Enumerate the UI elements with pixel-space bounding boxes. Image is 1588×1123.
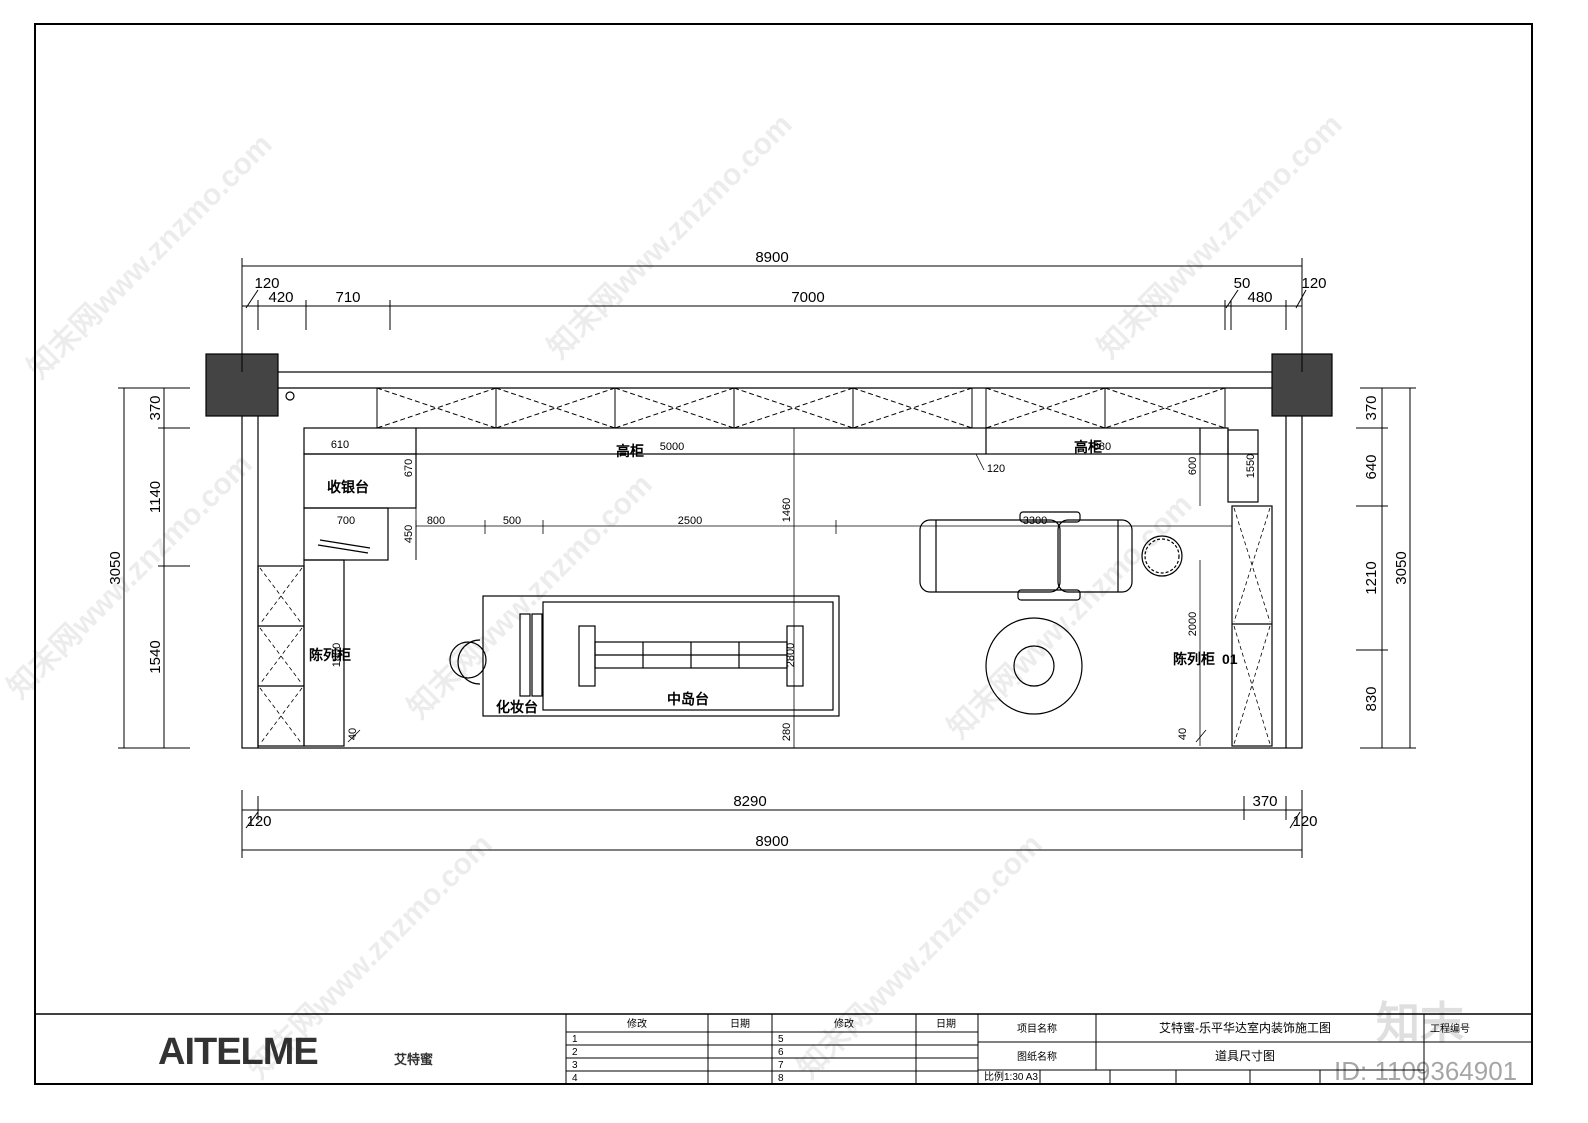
title-block bbox=[35, 1013, 1532, 1084]
rev-row-3: 3 bbox=[572, 1060, 578, 1071]
rev-row-6: 6 bbox=[778, 1047, 784, 1058]
dim-top-480: 480 bbox=[1247, 289, 1272, 306]
date-header-1: 日期 bbox=[730, 1018, 750, 1030]
makeup-table bbox=[519, 613, 531, 697]
label-display-right: 陈列柜 bbox=[1173, 651, 1215, 667]
dim-280: 280 bbox=[781, 723, 793, 741]
round-seat bbox=[985, 617, 1083, 715]
island-counter bbox=[542, 601, 834, 711]
outer-wall bbox=[241, 371, 1303, 749]
dim-bottom-overall: 8900 bbox=[755, 833, 788, 850]
dim-40-right: 40 bbox=[1177, 728, 1189, 740]
rev-row-7: 7 bbox=[778, 1060, 784, 1071]
rev-row-1: 1 bbox=[572, 1034, 578, 1045]
dim-top-710: 710 bbox=[335, 289, 360, 306]
rev-row-2: 2 bbox=[572, 1047, 578, 1058]
dim-3300: 3300 bbox=[1023, 515, 1047, 527]
dim-right-1210: 1210 bbox=[1363, 561, 1380, 594]
watermark-2: 知末网www.znzmo.com bbox=[542, 108, 799, 365]
display-cabinet-right bbox=[1231, 505, 1273, 747]
watermark-logo: 知末 bbox=[1376, 999, 1464, 1048]
dim-left-1140: 1140 bbox=[147, 481, 164, 513]
watermark-1: 知末网www.znzmo.com bbox=[22, 128, 279, 385]
top-cabinets bbox=[376, 387, 1226, 429]
cashier-desk bbox=[303, 507, 389, 561]
dim-top-50: 50 bbox=[1234, 275, 1251, 292]
dim-40-left: 40 bbox=[347, 728, 359, 740]
scale-label: 比例 bbox=[984, 1070, 1004, 1083]
dim-left-1540: 1540 bbox=[147, 640, 164, 673]
watermark-4: 知末网www.znzmo.com bbox=[2, 448, 259, 705]
dim-5000: 5000 bbox=[660, 441, 684, 453]
dim-670: 670 bbox=[403, 459, 415, 477]
rev-row-4: 4 bbox=[572, 1073, 578, 1084]
dim-top-overall: 8900 bbox=[755, 249, 788, 266]
dim-right-370: 370 bbox=[1363, 395, 1380, 420]
watermark-6: 知末网www.znzmo.com bbox=[942, 488, 1199, 745]
dim-right-overall: 3050 bbox=[1393, 551, 1410, 584]
label-tall-cabinet-2: 高柜 bbox=[1074, 439, 1102, 455]
dim-1800: 1800 bbox=[331, 643, 343, 667]
rev-header-1: 修改 bbox=[627, 1017, 647, 1030]
drawing-name: 道具尺寸图 bbox=[1215, 1049, 1275, 1063]
sofa bbox=[919, 511, 1133, 601]
dim-1550: 1550 bbox=[1245, 454, 1257, 478]
company-logo-cn: 艾特蜜 bbox=[394, 1052, 433, 1067]
dim-bottom-120-left: 120 bbox=[246, 813, 271, 830]
project-name: 艾特蜜-乐平华达室内装饰施工图 bbox=[1159, 1020, 1331, 1035]
dim-2500: 2500 bbox=[678, 515, 702, 527]
dim-450: 450 bbox=[403, 525, 415, 543]
dim-2000: 2000 bbox=[1187, 612, 1199, 636]
dim-top-120-right: 120 bbox=[1301, 275, 1326, 292]
drawing-name-label: 图纸名称 bbox=[1017, 1050, 1057, 1063]
plan bbox=[205, 353, 1333, 749]
dim-top-120-left: 120 bbox=[254, 275, 279, 292]
label-makeup: 化妆台 bbox=[496, 699, 538, 715]
dim-right-640: 640 bbox=[1363, 454, 1380, 479]
title-block-text: AITELME 艾特蜜 修改 日期 修改 日期 1 2 3 4 5 6 7 8 … bbox=[158, 1017, 1470, 1084]
rev-header-2: 修改 bbox=[834, 1017, 854, 1030]
dim-120: 120 bbox=[987, 463, 1005, 475]
sheet-border bbox=[34, 23, 1533, 1085]
dimension-lines bbox=[118, 258, 1416, 858]
date-header-2: 日期 bbox=[936, 1018, 956, 1030]
watermark-3: 知末网www.znzmo.com bbox=[1092, 108, 1349, 365]
rev-row-5: 5 bbox=[778, 1034, 784, 1045]
dim-1460: 1460 bbox=[781, 498, 793, 522]
dim-bottom-370: 370 bbox=[1252, 793, 1277, 810]
dim-top-7000: 7000 bbox=[791, 289, 824, 306]
dim-800: 800 bbox=[427, 515, 445, 527]
room-labels: 高柜 高柜 收银台 陈列柜 陈列柜 01 化妆台 中岛台 bbox=[309, 439, 1238, 715]
watermark-7: 知末网www.znzmo.com bbox=[242, 828, 499, 1085]
label-island: 中岛台 bbox=[667, 691, 709, 707]
dim-right-830: 830 bbox=[1363, 686, 1380, 711]
watermark-8: 知末网www.znzmo.com bbox=[792, 828, 1049, 1085]
dim-bottom-120-right: 120 bbox=[1292, 813, 1317, 830]
dim-bottom-8290: 8290 bbox=[733, 793, 766, 810]
dim-700: 700 bbox=[337, 515, 355, 527]
scale-value: 1:30 A3 bbox=[1004, 1072, 1038, 1083]
project-name-label: 项目名称 bbox=[1017, 1022, 1057, 1035]
dim-left-overall: 3050 bbox=[107, 551, 124, 584]
company-logo: AITELME bbox=[158, 1031, 318, 1073]
dimension-texts: 8900 120 420 710 7000 50 480 120 8290 37… bbox=[107, 249, 1410, 850]
dim-500: 500 bbox=[503, 515, 521, 527]
dim-top-420: 420 bbox=[268, 289, 293, 306]
watermark-id: ID: 1109364901 bbox=[1334, 1056, 1517, 1086]
island-outer bbox=[482, 595, 840, 717]
dim-left-370: 370 bbox=[147, 395, 164, 420]
side-table bbox=[1141, 535, 1183, 577]
dim-600: 600 bbox=[1187, 457, 1199, 475]
dim-610: 610 bbox=[331, 439, 349, 451]
dim-680: 680 bbox=[1093, 441, 1111, 453]
label-display-left: 陈列柜 bbox=[309, 647, 351, 663]
label-tall-cabinet: 高柜 bbox=[616, 443, 644, 459]
label-cashier: 收银台 bbox=[327, 479, 369, 495]
sheet-no-label: 工程编号 bbox=[1430, 1022, 1470, 1035]
dim-2800: 2800 bbox=[785, 643, 797, 667]
rev-row-8: 8 bbox=[778, 1073, 784, 1084]
label-display-right-num: 01 bbox=[1222, 651, 1238, 667]
